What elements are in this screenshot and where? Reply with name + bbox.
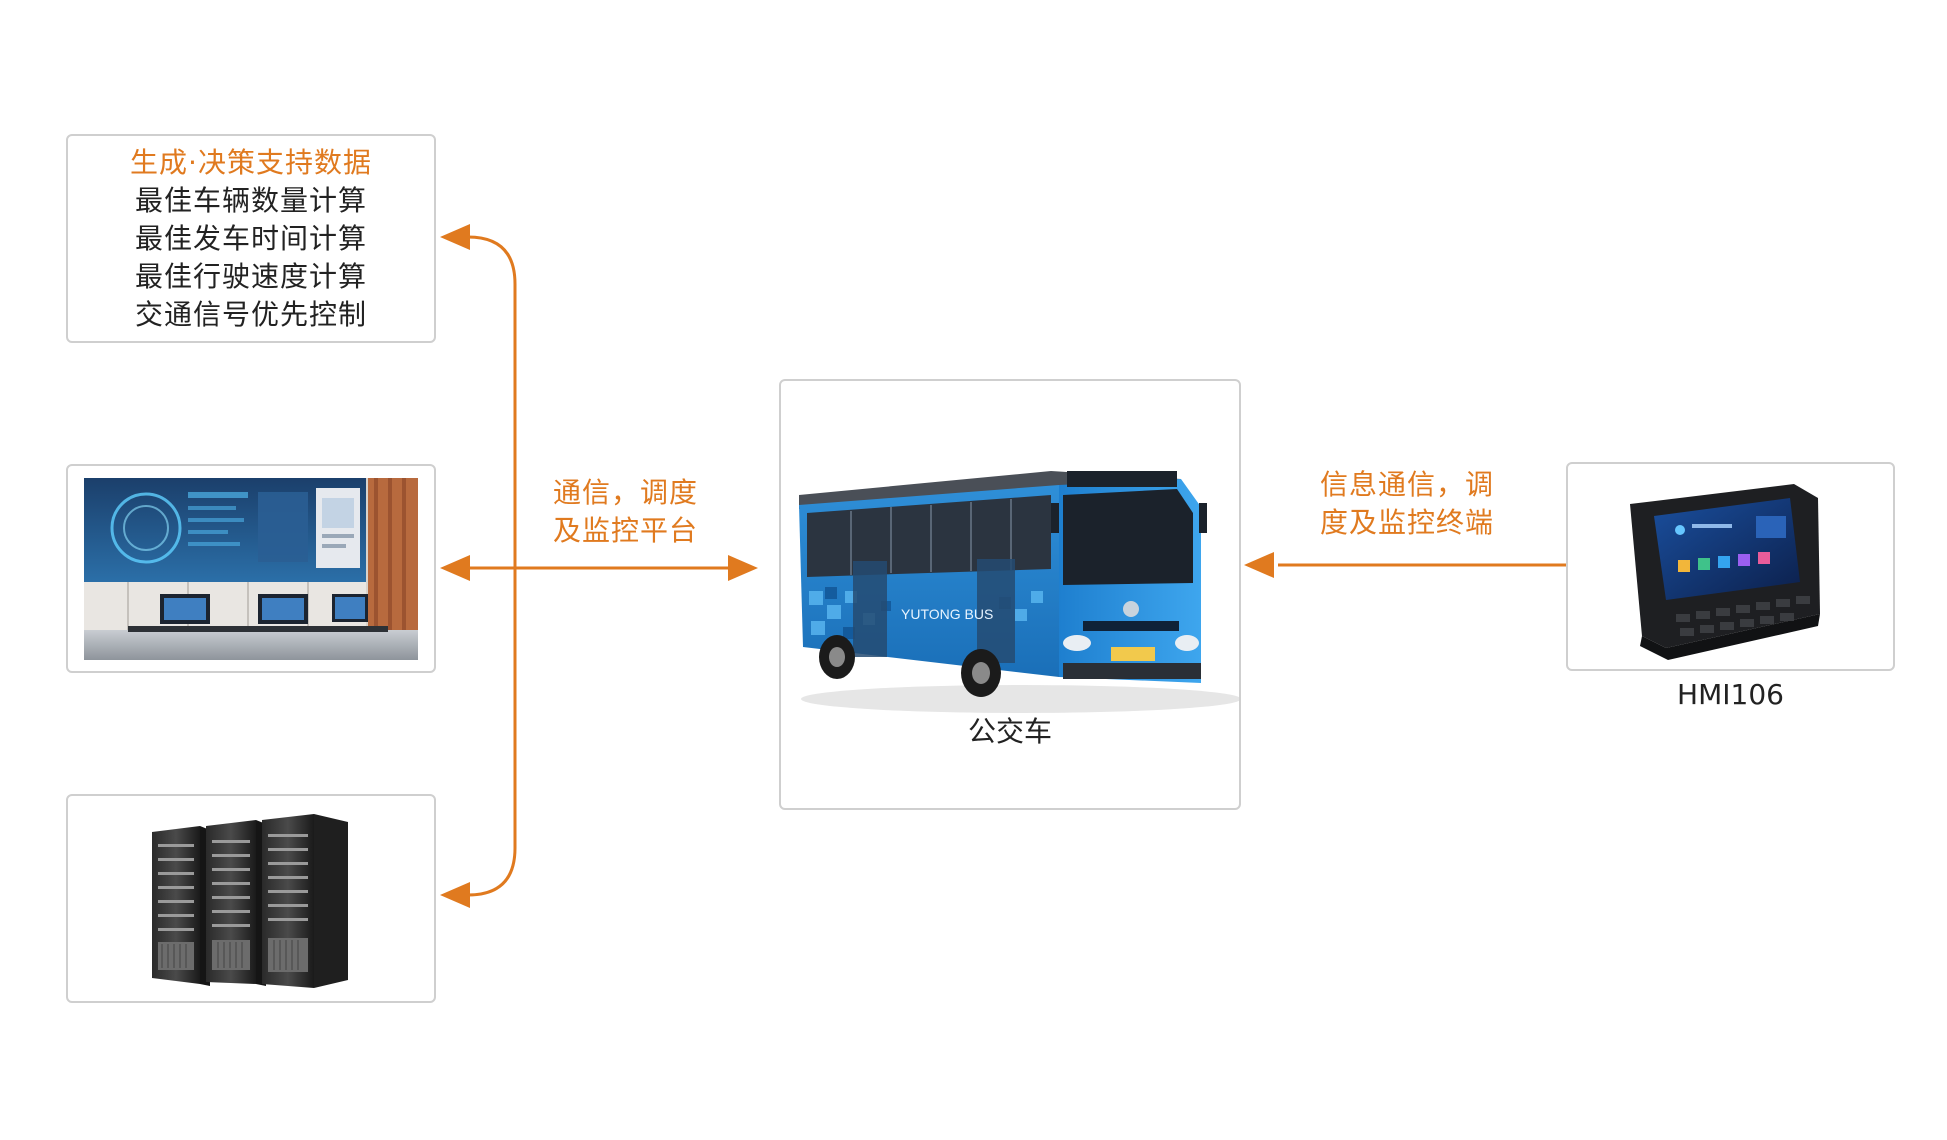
decision-item-departure-time: 最佳发车时间计算 bbox=[134, 221, 367, 255]
bus-caption: 公交车 bbox=[967, 715, 1052, 748]
arrow-left-icon bbox=[440, 555, 470, 581]
city-bus-photo: YUTONG BUS bbox=[799, 471, 1239, 713]
platform-label-line2: 及监控平台 bbox=[553, 514, 699, 547]
hmi-caption: HMI106 bbox=[1677, 678, 1784, 711]
arrow-left-icon bbox=[440, 882, 470, 908]
arrow-left-icon bbox=[440, 224, 470, 250]
decision-item-driving-speed: 最佳行驶速度计算 bbox=[134, 259, 367, 293]
platform-label-line1: 通信，调度 bbox=[553, 476, 699, 509]
control-room-photo bbox=[84, 478, 418, 660]
control-room-box bbox=[66, 464, 436, 673]
server-rack-photo bbox=[152, 814, 348, 988]
decision-support-title: 生成·决策支持数据 bbox=[130, 145, 372, 179]
arrow-right-icon bbox=[728, 555, 758, 581]
hmi-terminal-photo bbox=[1630, 484, 1820, 660]
bus-box: YUTONG BUS 公交车 bbox=[779, 379, 1241, 810]
terminal-label-line2: 度及监控终端 bbox=[1320, 506, 1495, 539]
decision-support-box: 生成·决策支持数据 最佳车辆数量计算 最佳发车时间计算 最佳行驶速度计算 交通信… bbox=[66, 134, 436, 343]
arrow-left-icon bbox=[1244, 552, 1274, 578]
branch-line bbox=[467, 235, 517, 897]
hmi-box bbox=[1566, 462, 1895, 671]
server-rack-box bbox=[66, 794, 436, 1003]
bus-brand-text: YUTONG BUS bbox=[901, 606, 993, 622]
decision-item-signal-priority: 交通信号优先控制 bbox=[134, 297, 367, 331]
terminal-label-line1: 信息通信，调 bbox=[1320, 468, 1495, 501]
decision-item-vehicle-count: 最佳车辆数量计算 bbox=[134, 183, 367, 217]
